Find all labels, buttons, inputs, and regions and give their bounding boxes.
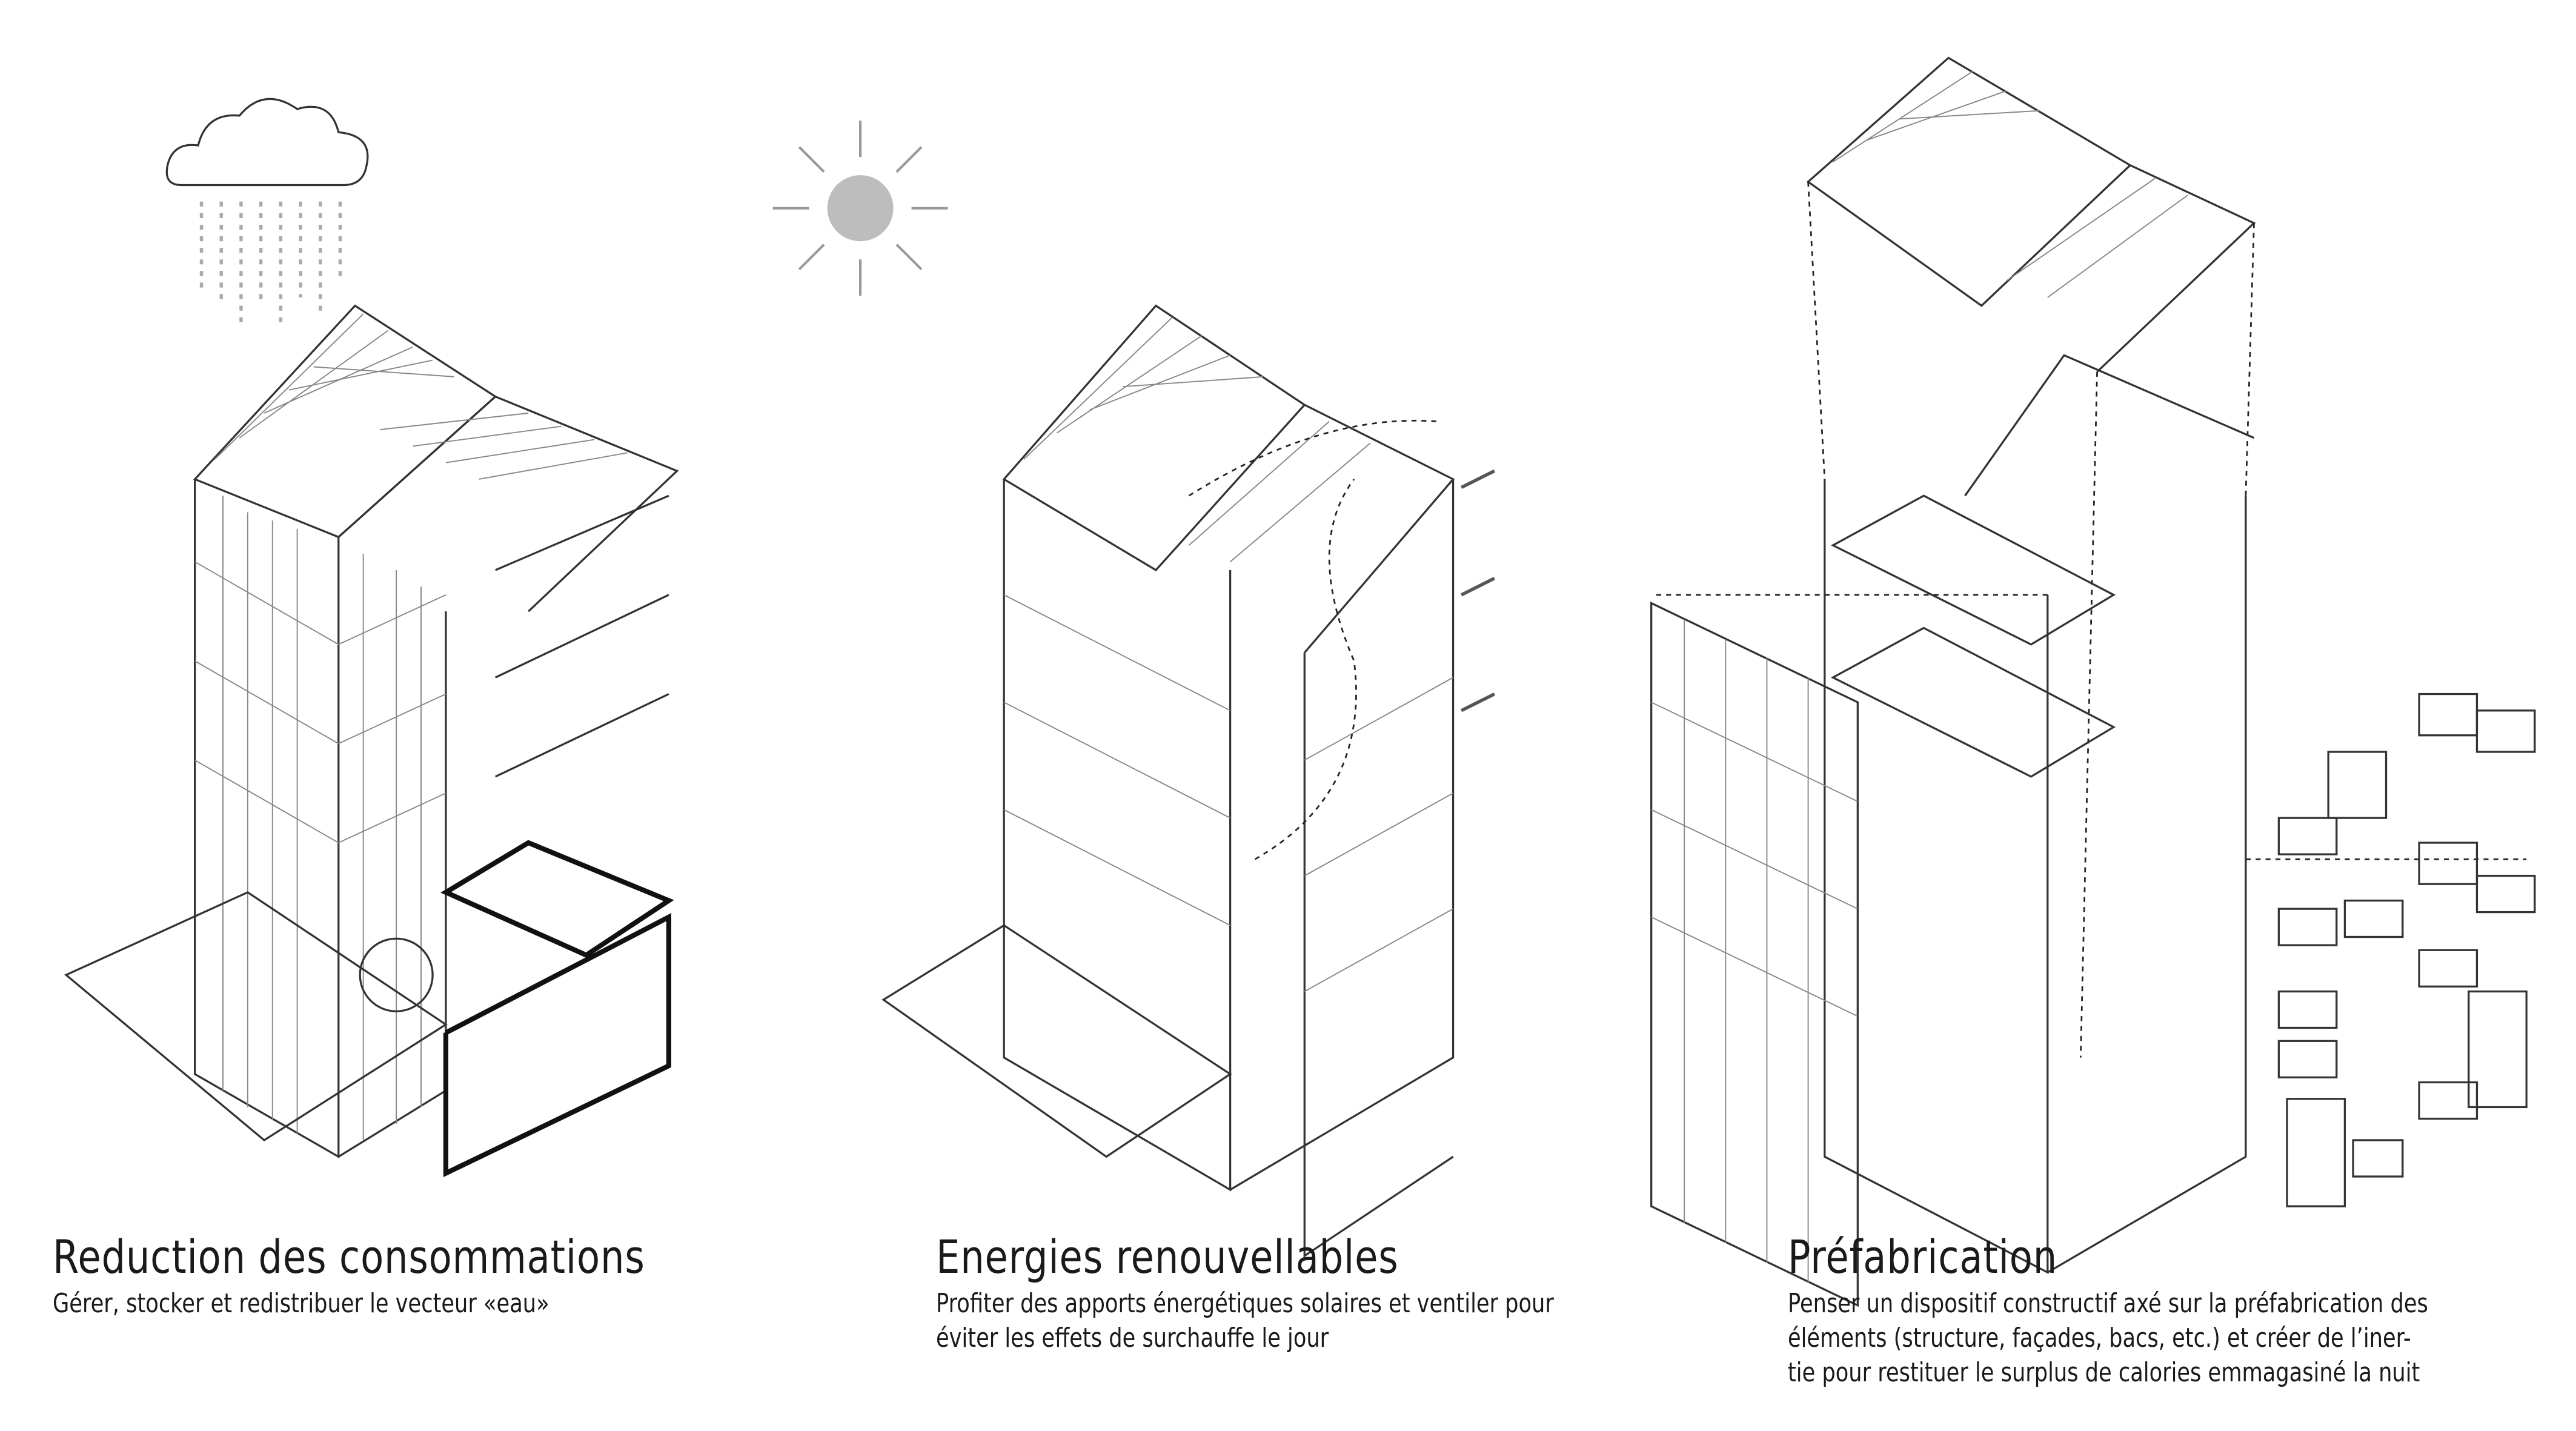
panel-description-line: Gérer, stocker et redistribuer le vecteu…	[53, 1288, 549, 1319]
panel-description-line: éviter les effets de surchauffe le jour	[936, 1323, 1329, 1353]
panel-prefab: Préfabrication Penser un dispositif cons…	[1788, 1230, 2576, 1390]
building-water-diagram	[64, 304, 679, 1178]
building-energy-diagram	[881, 304, 1495, 1258]
panel-title: Préfabrication	[1788, 1230, 2058, 1284]
sun-icon	[772, 121, 948, 296]
panel-title: Energies renouvellables	[936, 1230, 1399, 1284]
panel-description-line: Penser un dispositif constructif axé sur…	[1788, 1288, 2428, 1319]
panel-title: Reduction des consommations	[53, 1230, 645, 1284]
panel-energy: Energies renouvellables Profiter des app…	[936, 1230, 1708, 1355]
cloud-icon	[165, 98, 369, 322]
panel-description-line: éléments (structure, façades, bacs, etc.…	[1788, 1323, 2411, 1353]
panel-description-line: tie pour restituer le surplus de calorie…	[1788, 1357, 2420, 1388]
building-prefab-diagram	[1650, 56, 2536, 1307]
panel-description-line: Profiter des apports énergétiques solair…	[936, 1288, 1554, 1319]
panel-water: Reduction des consommations Gérer, stock…	[53, 1230, 775, 1321]
